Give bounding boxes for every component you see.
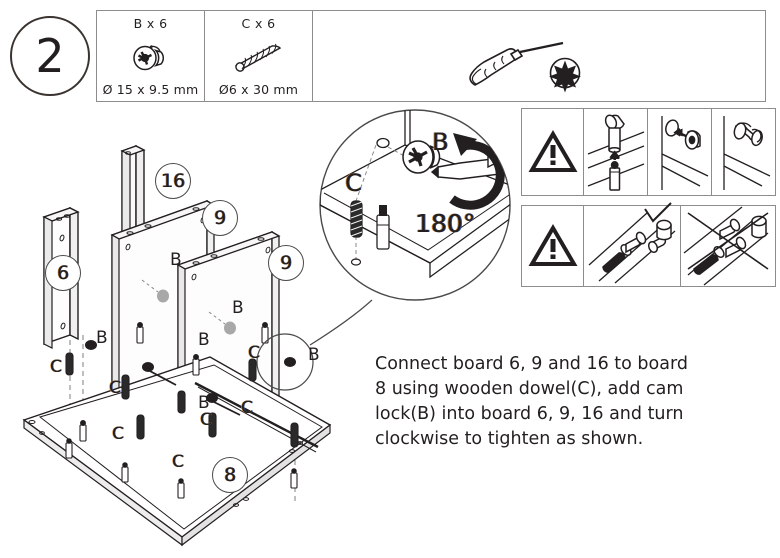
callout-dowel-2: C	[109, 378, 121, 398]
warning-triangle-icon	[522, 109, 584, 195]
pozidriv-screwdriver-icon	[469, 41, 581, 93]
parts-table: B x 6 Ø 15 x 9.5 mm C x 6	[96, 10, 766, 102]
callout-dowel-1: C	[50, 357, 62, 377]
check-mark-icon	[644, 202, 672, 223]
cam-lock-insert-icon	[648, 109, 712, 195]
detail-focus-circle	[256, 333, 314, 391]
callout-dowel-3: C	[112, 424, 124, 444]
part-label-b: B x 6	[133, 16, 168, 31]
instruction-line-3: lock(B) into board 6, 9, 16 and turn	[375, 404, 684, 424]
rotation-angle-label: 180°	[415, 209, 476, 238]
detail-leader-line	[309, 299, 373, 346]
detail-cam-label: B	[432, 128, 449, 156]
board-number-16: 16	[155, 163, 191, 199]
exploded-assembly-diagram	[22, 144, 373, 547]
tool-cell	[313, 11, 765, 101]
detail-dowel-label: C	[345, 169, 362, 197]
cross-mark-icon	[687, 212, 768, 270]
board-number-6: 6	[45, 255, 81, 291]
instruction-text: Connect board 6, 9 and 16 to board 8 usi…	[375, 352, 775, 452]
callout-dowel-4: C	[172, 452, 184, 472]
correct-dowel-alignment-icon	[584, 202, 681, 286]
callout-dowel-6: C	[241, 398, 253, 418]
instruction-line-1: Connect board 6, 9 and 16 to board	[375, 354, 688, 374]
cam-bolt-insert-icon	[584, 109, 648, 195]
callout-dowel-7: C	[248, 343, 260, 363]
part-label-c: C x 6	[241, 16, 276, 31]
board-number-8: 8	[212, 457, 248, 493]
warning-triangle-icon	[522, 206, 584, 286]
wooden-dowel-icon	[228, 31, 290, 82]
step-number-badge: 2	[10, 16, 90, 96]
warning-panel-top	[521, 108, 776, 196]
callout-cam-6: B	[198, 393, 210, 413]
callout-cam-5: B	[308, 345, 320, 365]
callout-cam-1: B	[170, 250, 182, 270]
callout-dowel-5: C	[200, 410, 212, 430]
cam-lock-icon	[128, 31, 174, 82]
curved-rotation-arrow-icon	[449, 133, 505, 210]
part-dimension-b: Ø 15 x 9.5 mm	[102, 82, 199, 97]
instruction-line-4: clockwise to tighten as shown.	[375, 429, 644, 449]
step-number: 2	[35, 29, 65, 83]
board-number-9-right: 9	[268, 245, 304, 281]
callout-cam-3: B	[96, 328, 108, 348]
incorrect-dowel-alignment-icon	[681, 206, 774, 286]
pozidriv-bit-icon	[549, 57, 581, 93]
callout-cam-2: B	[232, 298, 244, 318]
detail-magnifier-bubble	[319, 109, 511, 301]
instruction-line-2: 8 using wooden dowel(C), add cam	[375, 379, 684, 399]
board-number-9-left: 9	[202, 200, 238, 236]
part-dimension-c: Ø6 x 30 mm	[218, 82, 299, 97]
warning-panel-bottom	[521, 202, 776, 287]
board-8	[22, 356, 332, 547]
part-cell-b: B x 6 Ø 15 x 9.5 mm	[97, 11, 205, 101]
part-cell-c: C x 6 Ø6 x 30 mm	[205, 11, 313, 101]
cam-lock-tighten-icon	[712, 109, 775, 195]
callout-cam-4: B	[198, 330, 210, 350]
